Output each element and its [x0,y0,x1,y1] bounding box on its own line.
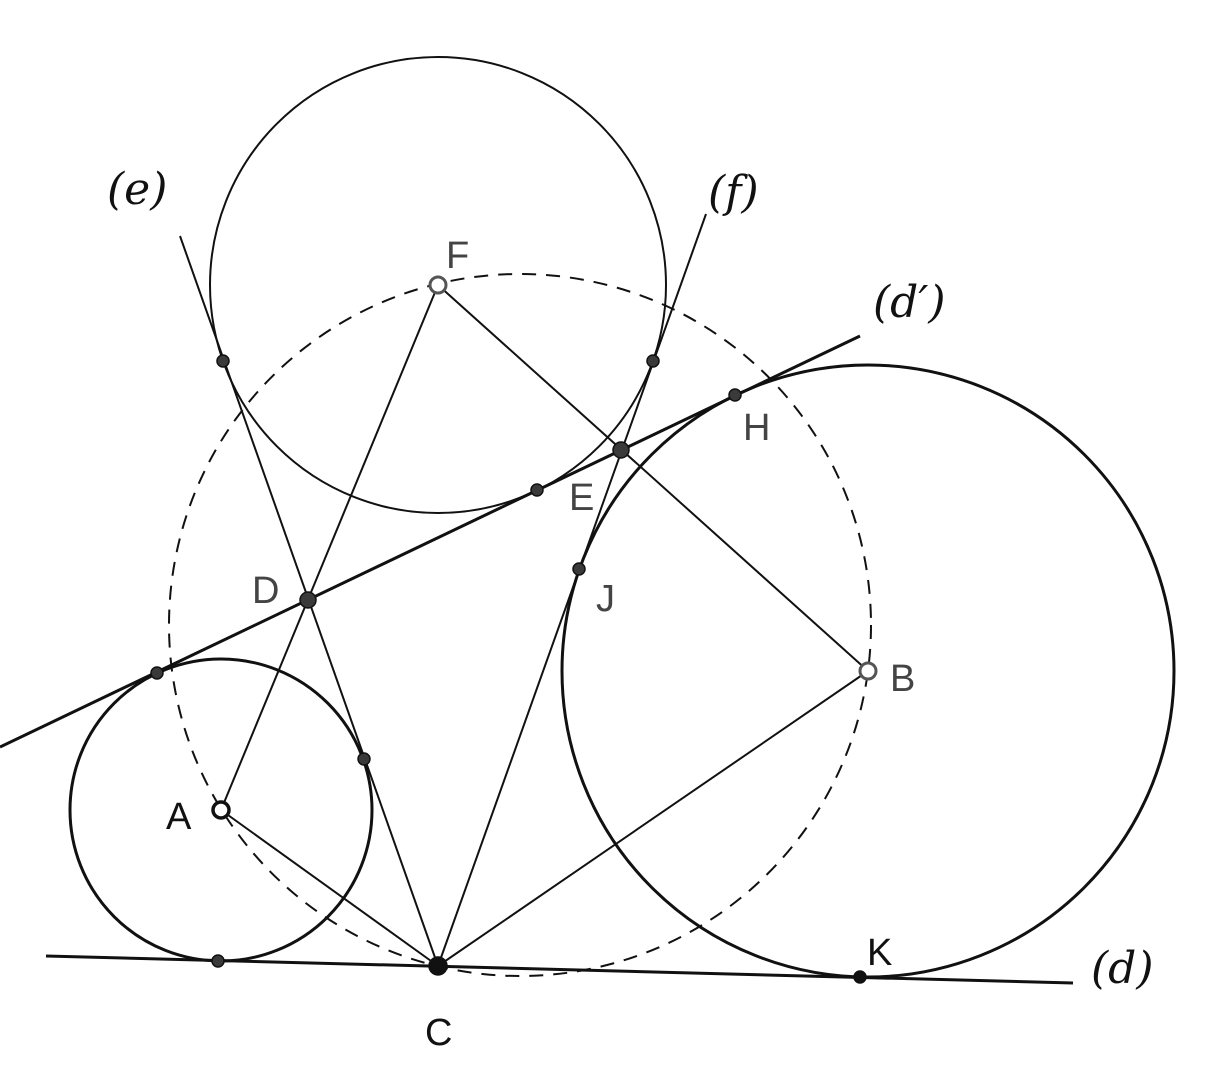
label-line-d-prime: (d′) [873,277,946,328]
label-line-f: (f) [708,167,759,218]
label-a: A [166,796,192,838]
line-f [437,213,707,967]
point-e [530,483,544,497]
label-line-d: (d) [1091,943,1154,994]
label-f: F [446,235,469,277]
label-k: K [867,932,892,974]
line-d-prime [0,334,861,749]
point-f [428,275,448,295]
label-line-e: (e) [107,164,167,215]
point-c [428,956,448,976]
point-tangent-f-top [646,354,660,368]
point-h [728,388,742,402]
point-tangent-dprime-a [150,666,164,680]
point-a [211,800,231,820]
point-b [858,661,878,681]
point-intersection [612,441,630,459]
label-c: C [425,1012,452,1054]
segment-b-c [437,670,869,967]
point-tangent-d-a [211,954,225,968]
point-j [572,562,586,576]
point-tangent-e-top [216,354,230,368]
point-d [299,591,317,609]
dashed-circle [168,273,872,977]
segment-a-c [220,809,439,967]
circle-top-center-f [209,56,667,514]
point-k [853,970,867,984]
label-h: H [743,407,770,449]
line-d [45,954,1074,985]
segment-a-f [220,284,439,811]
point-tangent-e-a [357,752,371,766]
segment-f-b [437,284,869,672]
label-j: J [596,578,615,620]
label-b: B [890,658,915,700]
label-d: D [252,570,279,612]
label-e: E [569,477,594,519]
